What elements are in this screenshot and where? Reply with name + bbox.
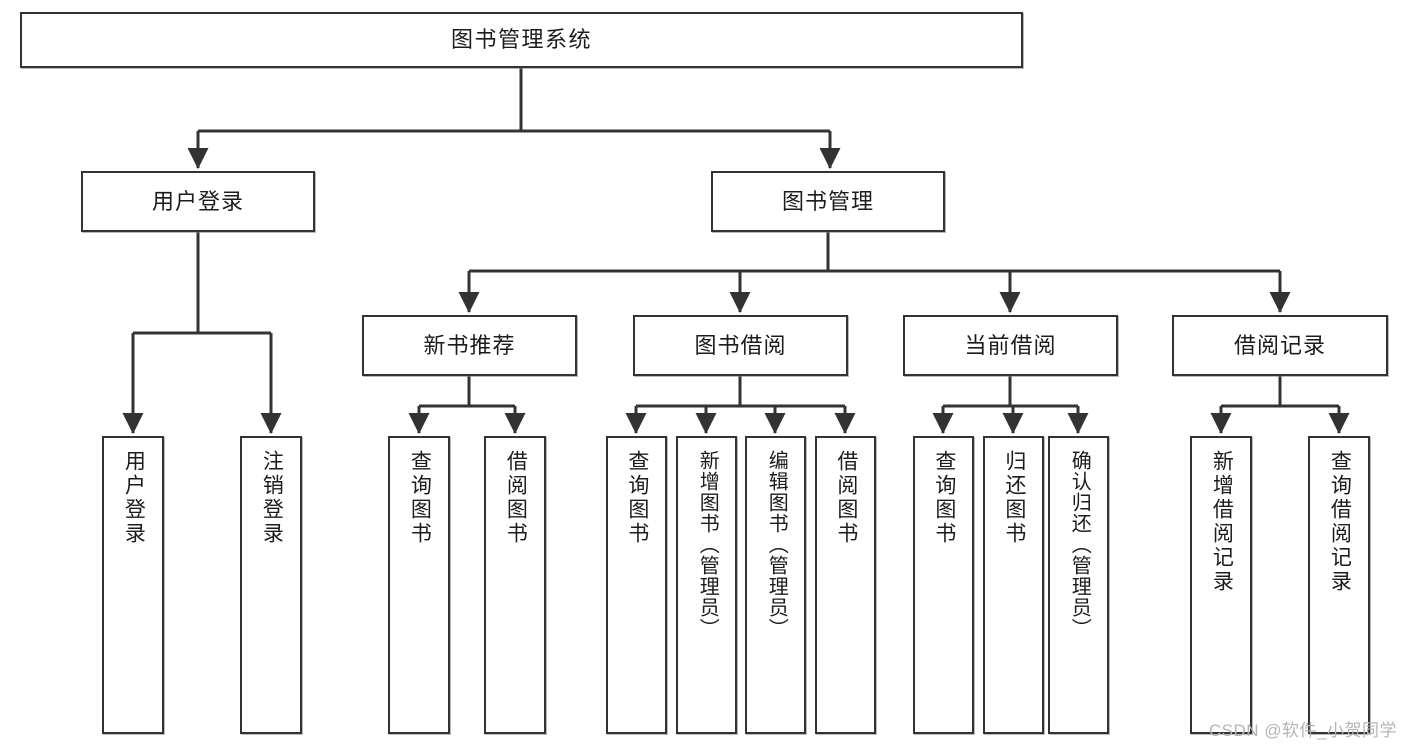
node-label: 查询借阅记录 — [1328, 450, 1352, 594]
node-label: 图书管理系统 — [450, 27, 592, 53]
node-borrow-record[interactable]: 借阅记录 — [1172, 315, 1388, 376]
node-label: 查询图书 — [932, 450, 956, 546]
node-leaf-query-book-current[interactable]: 查询图书 — [913, 436, 974, 734]
watermark: CSDN @软件_小贺同学 — [1208, 721, 1397, 740]
node-leaf-query-book-rec[interactable]: 查询图书 — [388, 436, 450, 734]
node-user-login[interactable]: 用户登录 — [81, 171, 315, 232]
node-leaf-edit-book[interactable]: 编辑图书（管理员） — [745, 436, 806, 734]
node-label: 借阅记录 — [1233, 332, 1326, 358]
node-label: 新增借阅记录 — [1210, 450, 1234, 594]
node-label: 查询图书 — [625, 450, 649, 546]
node-label: 查询图书 — [408, 450, 432, 546]
node-label: 注销登录 — [260, 450, 284, 546]
node-leaf-borrow-book[interactable]: 借阅图书 — [815, 436, 876, 734]
node-label: 用户登录 — [151, 188, 244, 214]
node-label: 归还图书 — [1002, 450, 1026, 546]
node-label: 图书管理 — [781, 188, 874, 214]
node-leaf-confirm-return[interactable]: 确认归还（管理员） — [1048, 436, 1109, 734]
node-leaf-query-book-borrow[interactable]: 查询图书 — [606, 436, 667, 734]
node-root[interactable]: 图书管理系统 — [20, 12, 1023, 68]
node-leaf-logout[interactable]: 注销登录 — [240, 436, 302, 734]
node-leaf-add-record[interactable]: 新增借阅记录 — [1190, 436, 1252, 734]
node-label: 图书借阅 — [694, 332, 787, 358]
node-leaf-return-book[interactable]: 归还图书 — [983, 436, 1044, 734]
node-book-borrow[interactable]: 图书借阅 — [633, 315, 848, 376]
node-new-book-rec[interactable]: 新书推荐 — [362, 315, 577, 376]
node-label: 借阅图书 — [504, 450, 528, 546]
node-label: 新书推荐 — [423, 332, 516, 358]
node-label: 确认归还（管理员） — [1068, 450, 1091, 639]
node-label: 当前借阅 — [964, 332, 1057, 358]
node-book-manage[interactable]: 图书管理 — [711, 171, 945, 232]
node-leaf-borrow-book-rec[interactable]: 借阅图书 — [484, 436, 546, 734]
node-label: 借阅图书 — [834, 450, 858, 546]
node-label: 新增图书（管理员） — [696, 450, 719, 639]
node-current-borrow[interactable]: 当前借阅 — [903, 315, 1118, 376]
node-leaf-user-login[interactable]: 用户登录 — [102, 436, 164, 734]
node-label: 编辑图书（管理员） — [765, 450, 788, 639]
node-label: 用户登录 — [122, 450, 146, 546]
node-leaf-add-book[interactable]: 新增图书（管理员） — [676, 436, 737, 734]
node-leaf-query-record[interactable]: 查询借阅记录 — [1308, 436, 1370, 734]
